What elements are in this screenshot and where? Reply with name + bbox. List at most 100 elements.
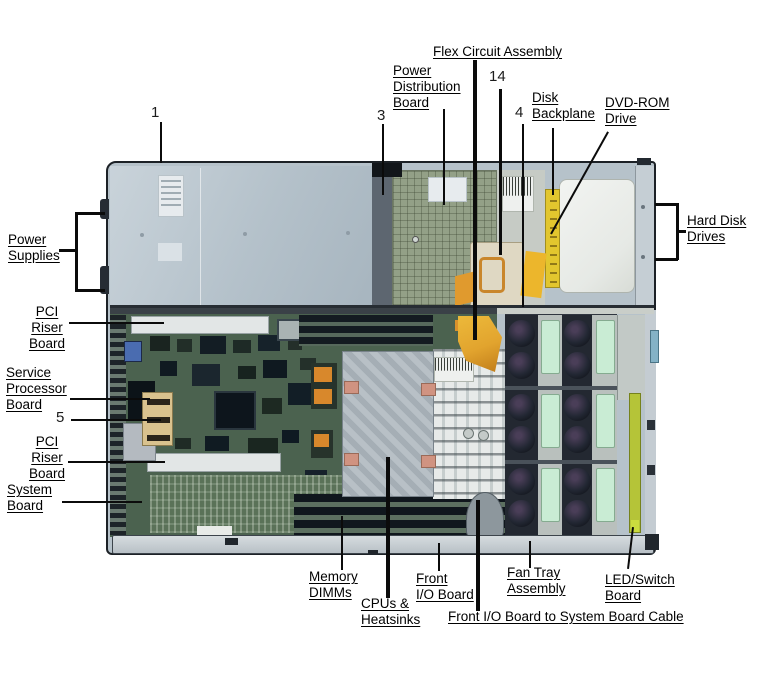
bezel-button [225,538,238,545]
rear-io-connectors [110,315,126,535]
leader-front-io-cable [476,500,480,611]
mid-divider [110,305,654,309]
callout-text[interactable]: System [7,482,53,497]
callout-text[interactable]: Disk [532,90,559,105]
callout-fan-tray-assembly[interactable]: Fan Tray Assembly [507,565,566,597]
fan [508,468,535,495]
leader-system-board [62,501,142,503]
callout-pci-riser-board-bottom[interactable]: PCI Riser Board [24,434,70,482]
index-number-1: 1 [151,104,160,121]
callout-text[interactable]: Service [6,365,52,380]
callout-text[interactable]: Assembly [507,581,566,596]
fan [508,426,535,453]
callout-text[interactable]: Front [416,571,448,586]
callout-flex-circuit-assembly[interactable]: Flex Circuit Assembly [433,44,562,60]
blue-tab [650,330,659,363]
callout-text[interactable]: Riser [31,450,63,465]
fan [564,394,591,421]
bezel-corner [645,534,659,550]
callout-text[interactable]: Distribution [393,79,461,94]
silver-chip [277,319,301,341]
callout-text[interactable]: PCI [35,304,59,319]
chip [200,336,226,354]
callout-text[interactable]: Board [28,466,66,481]
callout-text[interactable]: Fan Tray [507,565,561,580]
callout-memory-dimms[interactable]: Memory DIMMs [309,569,358,601]
chip [238,366,256,379]
callout-text[interactable]: Power [393,63,432,78]
callout-text[interactable]: Front I/O Board to System Board Cable [448,609,684,624]
fan [564,426,591,453]
mid-divider [497,308,654,314]
callout-power-supplies[interactable]: Power Supplies [8,232,60,264]
callout-text[interactable]: Board [605,588,642,603]
callout-text[interactable]: Board [28,336,66,351]
callout-system-board[interactable]: System Board [7,482,52,514]
psu-bracket [75,289,105,292]
callout-front-io-cable[interactable]: Front I/O Board to System Board Cable [448,609,684,625]
leader-power-distribution-board [443,109,445,205]
callout-text[interactable]: Board [6,397,43,412]
chip [288,339,302,350]
rail-notch [647,420,655,430]
leader-3 [382,124,384,195]
leader-5 [71,419,161,421]
callout-power-distribution-board[interactable]: Power Distribution Board [393,63,461,111]
callout-text[interactable]: PCI [35,434,59,449]
psu-handle [100,266,109,294]
memory-dimm-slots-top [299,315,433,346]
callout-text[interactable]: Hard Disk [687,213,747,228]
callout-text[interactable]: Riser [31,320,63,335]
board-sticker [197,526,232,535]
callout-text[interactable]: DVD-ROM [605,95,670,110]
index-number-4: 4 [515,104,524,121]
fan [564,320,591,347]
callout-text[interactable]: Flex Circuit Assembly [433,44,563,59]
callout-text[interactable]: Supplies [8,248,60,263]
callout-cpus-heatsinks[interactable]: CPUs & Heatsinks [361,596,420,628]
callout-text[interactable]: Heatsinks [361,612,421,627]
callout-hard-disk-drives[interactable]: Hard Disk Drives [687,213,746,245]
chip [177,339,192,352]
fan-tray-separator [505,460,617,464]
callout-text[interactable]: Board [393,95,430,110]
callout-text[interactable]: Drives [687,229,726,244]
hdd-bracket [655,203,678,206]
pci-riser-board-bottom [147,453,281,472]
callout-text[interactable]: Drive [605,111,637,126]
chassis-tab [637,158,651,165]
psu-screw [346,231,350,235]
chassis-latch-bar [372,163,392,309]
callout-service-processor-board[interactable]: Service Processor Board [6,365,67,413]
callout-text[interactable]: Board [7,498,44,513]
callout-text[interactable]: CPUs & [361,596,410,611]
dvd-rom-drive [559,179,635,293]
chip [233,340,251,353]
callout-text[interactable]: Backplane [532,106,596,121]
leader-cpus-heatsinks [386,457,390,598]
fan [508,394,535,421]
mid-divider [110,308,497,314]
index-number-3: 3 [377,107,386,124]
callout-text[interactable]: LED/Switch [605,572,675,587]
callout-text[interactable]: Power [8,232,47,247]
vrm-inductor [314,434,329,447]
leader-4 [522,124,524,307]
chip [150,336,170,351]
callout-front-io-board[interactable]: Front I/O Board [416,571,474,603]
callout-pci-riser-board-top[interactable]: PCI Riser Board [24,304,70,352]
callout-text[interactable]: I/O Board [416,587,474,602]
callout-text[interactable]: Memory [309,569,358,584]
psu-screw [140,233,144,237]
heatsink-screw [421,383,436,396]
callout-text[interactable]: DIMMs [309,585,352,600]
callout-disk-backplane[interactable]: Disk Backplane [532,90,595,122]
led-segment [631,520,639,532]
callout-dvd-rom-drive[interactable]: DVD-ROM Drive [605,95,670,127]
power-supply-unit [110,166,372,309]
psu-screw [243,232,247,236]
callout-led-switch-board[interactable]: LED/Switch Board [605,572,675,604]
pdb-sticker [428,177,467,202]
callout-text[interactable]: Processor [6,381,67,396]
front-io-cable [466,492,504,538]
